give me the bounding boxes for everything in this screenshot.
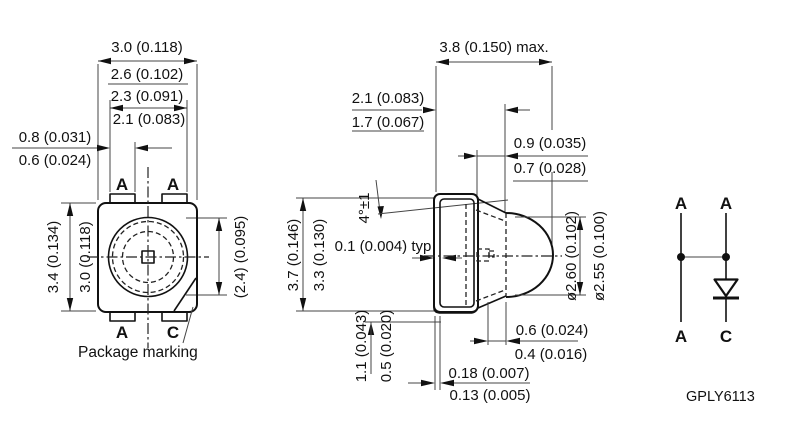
dim-foot-length-max: 0.6 (0.024) (516, 322, 589, 339)
dim-lens-base: 0.9 (0.035) 0.7 (0.028) (458, 135, 588, 198)
dim-body-depth-max: 2.1 (0.083) (352, 90, 425, 107)
schematic: A A A C GPLY6113 (675, 194, 755, 405)
package-body-side-view (424, 193, 562, 314)
lens-inner-hidden (111, 220, 185, 294)
dim-gap-typ-value: 0.1 (0.004) typ (335, 238, 432, 255)
top-view: 3.0 (0.118) 2.6 (0.102) 2.3 (0.091) 2.1 … (12, 39, 249, 361)
dim-overall-length-value: 3.8 (0.150) max. (439, 39, 548, 56)
schematic-pin-bottom-left: A (675, 327, 687, 346)
dim-lens-diameter: ø2.60 (0.102) ø2.55 (0.100) (515, 211, 608, 301)
diode-symbol (713, 278, 739, 300)
package-marking-callout: Package marking (78, 306, 198, 361)
dim-side-height: 3.7 (0.146) 3.3 (0.130) (285, 197, 434, 312)
drawing-code: GPLY6113 (686, 389, 755, 405)
dim-pad-width-max: 0.8 (0.031) (19, 129, 92, 146)
dim-lens-diameter-min: ø2.55 (0.100) (591, 211, 608, 301)
dim-body-height: 3.4 (0.134) 3.0 (0.118) (45, 202, 96, 312)
marking-chamfer (173, 277, 197, 312)
dim-foot-length-min: 0.4 (0.016) (515, 346, 588, 363)
side-view: 3.8 (0.150) max. 2.1 (0.083) 1.7 (0.067)… (285, 39, 608, 404)
schematic-pin-top-right: A (720, 194, 732, 213)
junction-dot-right (722, 253, 730, 261)
dim-lens-diameter-max: ø2.60 (0.102) (563, 211, 580, 301)
dim-lead-thickness-min: 0.13 (0.005) (450, 387, 531, 404)
pad-label-top-right: A (167, 175, 179, 194)
dim-pad-width-min: 0.6 (0.024) (19, 152, 92, 169)
dim-pad-span-min: 2.1 (0.083) (113, 111, 186, 128)
dim-lens-base-min: 0.7 (0.028) (514, 160, 587, 177)
lead-foot (433, 304, 479, 314)
dim-standoff-max: 1.1 (0.043) (353, 310, 370, 383)
dim-pad-span: 2.3 (0.091) 2.1 (0.083) (109, 88, 188, 192)
dim-lead-thickness: 0.18 (0.007) 0.13 (0.005) (408, 316, 530, 404)
dim-overall-length: 3.8 (0.150) max. (435, 39, 553, 248)
package-body-top-view (87, 167, 209, 348)
dim-side-height-max: 3.7 (0.146) (285, 219, 302, 292)
dim-body-width-min: 2.6 (0.102) (111, 66, 184, 83)
dim-standoff-min: 0.5 (0.020) (378, 310, 395, 383)
dim-foot-length: 0.6 (0.024) 0.4 (0.016) (470, 302, 588, 363)
dim-body-height-max: 3.4 (0.134) (45, 221, 62, 294)
dim-body-width-max: 3.0 (0.118) (111, 39, 182, 56)
dim-body-width: 3.0 (0.118) 2.6 (0.102) (97, 39, 198, 200)
dim-body-height-min: 3.0 (0.118) (77, 221, 94, 292)
dim-draft-angle-value: 4°±1 (356, 193, 373, 224)
schematic-pin-top-left: A (675, 194, 687, 213)
dim-gap-typ: 0.1 (0.004) typ (335, 238, 462, 262)
dim-pad-width: 0.8 (0.031) 0.6 (0.024) (12, 129, 172, 192)
junction-dot-left (677, 253, 685, 261)
dim-body-depth-min: 1.7 (0.067) (352, 114, 425, 131)
dim-standoff: 1.1 (0.043) 0.5 (0.020) (353, 310, 441, 383)
dim-body-depth: 2.1 (0.083) 1.7 (0.067) (352, 90, 530, 212)
dim-lead-thickness-max: 0.18 (0.007) (449, 365, 530, 382)
lens-dome (505, 212, 554, 298)
dim-lens-ref: (2.4) (0.095) (186, 216, 249, 299)
dim-pad-span-max: 2.3 (0.091) (111, 88, 184, 105)
pad-label-bottom-left: A (116, 323, 128, 342)
pad-label-top-left: A (116, 175, 128, 194)
dim-side-height-min: 3.3 (0.130) (311, 219, 328, 292)
dim-lens-ref-value: (2.4) (0.095) (232, 216, 249, 299)
schematic-pin-bottom-right: C (720, 327, 732, 346)
package-marking-label: Package marking (78, 344, 198, 361)
dim-lens-base-max: 0.9 (0.035) (514, 135, 587, 152)
pad-label-bottom-right: C (167, 323, 179, 342)
